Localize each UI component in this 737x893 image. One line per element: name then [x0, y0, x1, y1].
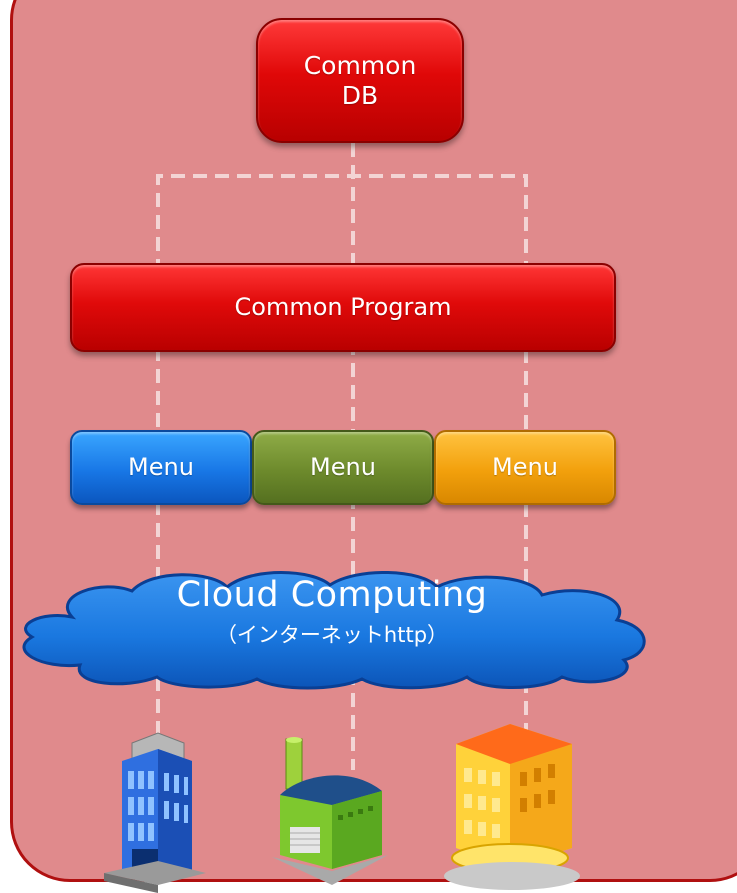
- menu-box-orange: Menu: [434, 430, 616, 505]
- hotel-building-icon: [444, 724, 580, 890]
- menu-box-blue: Menu: [70, 430, 252, 505]
- factory-icon: [272, 737, 388, 885]
- cloud-shape: [22, 570, 646, 690]
- cloud-subtitle: （インターネットhttp）: [215, 623, 449, 647]
- cloud-label: Cloud Computing （インターネットhttp）: [12, 575, 652, 649]
- common-program-node: Common Program: [70, 263, 616, 352]
- office-building-icon: [104, 732, 206, 893]
- common-db-node: Common DB: [256, 18, 464, 143]
- menu-box-green: Menu: [252, 430, 434, 505]
- cloud-title: Cloud Computing: [176, 575, 488, 615]
